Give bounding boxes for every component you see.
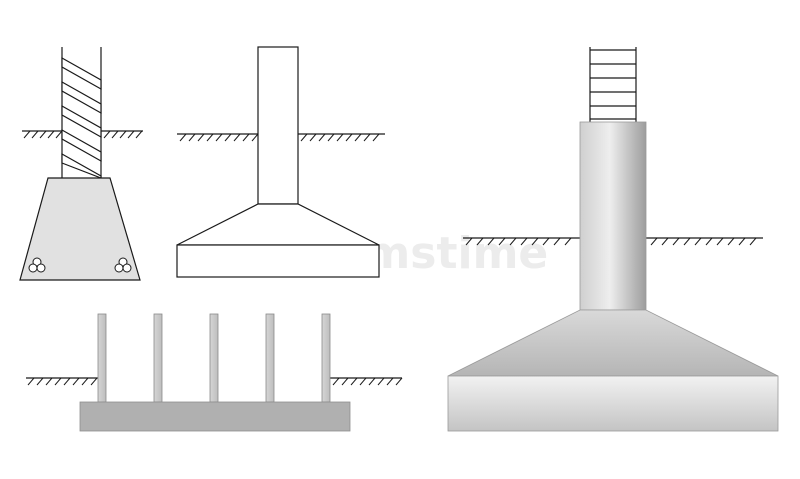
strip-beam [79, 401, 351, 432]
slab-base [176, 244, 380, 278]
ground-hatch [23, 130, 63, 139]
ground-hatch [650, 237, 757, 246]
ground-hatch [465, 237, 572, 246]
trapezoid-base [19, 177, 141, 281]
shaded-column-footing [447, 47, 779, 432]
ground-hatch [332, 377, 403, 386]
post [209, 313, 219, 403]
ground-hatch [103, 130, 143, 139]
post [321, 313, 331, 403]
shaded-slab-base [447, 375, 779, 432]
ground-hatch [300, 133, 380, 142]
rebar-bundle-right [114, 257, 132, 273]
spiral-rebar [61, 56, 102, 179]
post [97, 313, 107, 403]
ground-hatch [27, 377, 98, 386]
ladder-rebar [589, 47, 637, 122]
rebar-bundle-left [28, 257, 46, 273]
ground-hatch [179, 133, 259, 142]
shaded-sloped-cap [447, 309, 779, 377]
posts [97, 313, 331, 403]
column [257, 46, 299, 205]
spread-footing-with-rebar [19, 47, 143, 281]
column-footing-outline [176, 46, 385, 278]
post [153, 313, 163, 403]
post [265, 313, 275, 403]
sloped-cap [176, 203, 380, 246]
strip-footing-with-posts [26, 313, 403, 432]
shaded-column [579, 121, 647, 311]
